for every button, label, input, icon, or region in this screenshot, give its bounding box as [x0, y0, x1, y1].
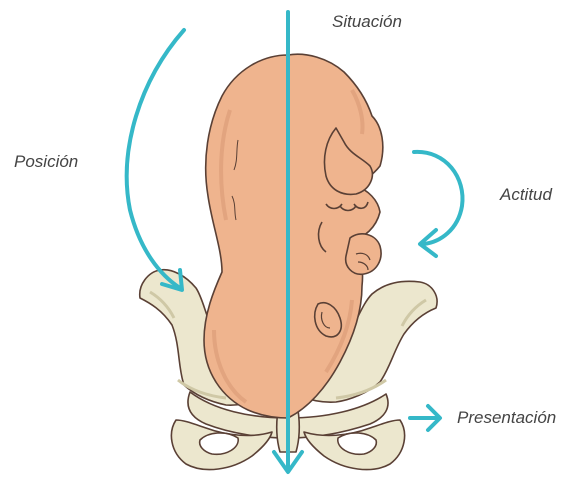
posicion-label: Posición — [14, 152, 78, 172]
presentacion-label: Presentación — [457, 408, 556, 428]
presentacion-arrow — [410, 406, 440, 430]
posicion-arrow — [127, 30, 184, 290]
actitud-arrow — [414, 152, 463, 256]
actitud-label: Actitud — [500, 185, 552, 205]
situacion-label: Situación — [332, 12, 402, 32]
